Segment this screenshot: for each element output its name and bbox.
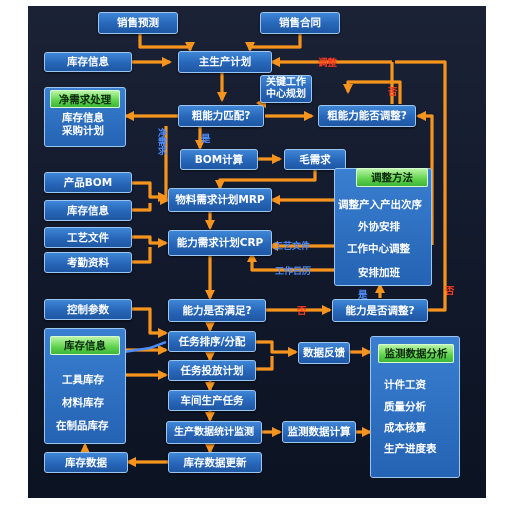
inventory-data-update-box: 库存数据更新 — [168, 452, 262, 473]
label-process-file: 工艺文件 — [274, 242, 311, 252]
label-yes-1: 是 — [201, 134, 211, 145]
bom-calculation-box: BOM计算 — [180, 149, 258, 170]
rough-capacity-match-box: 粗能力匹配? — [178, 105, 264, 127]
net-requirement-body: 库存信息 采购计划 — [62, 112, 104, 137]
analysis-item: 成本核算 — [384, 422, 426, 434]
analysis-item: 生产进度表 — [384, 443, 437, 455]
net-requirement-title: 净需求处理 — [50, 90, 120, 108]
gross-requirement-box: 毛需求 — [284, 149, 346, 170]
inventory-panel-item: 工具库存 — [62, 374, 104, 386]
monitoring-data-calc-box: 监测数据计算 — [282, 421, 356, 443]
task-release-plan-box: 任务投放计划 — [168, 360, 256, 381]
inventory-panel-item: 在制品库存 — [56, 420, 109, 432]
inventory-panel-item: 材料库存 — [62, 397, 104, 409]
inventory-data-box: 库存数据 — [44, 452, 128, 473]
adjust-method-item: 调整产入产出次序 — [338, 199, 422, 211]
master-production-schedule-box: 主生产计划 — [178, 51, 272, 73]
key-work-center-plan-box: 关键工作 中心规划 — [260, 75, 312, 103]
adjust-method-item: 外协安排 — [358, 221, 400, 233]
sales-contract-box: 销售合同 — [260, 12, 340, 34]
analysis-item: 计件工资 — [384, 379, 426, 391]
inventory-info-top-box: 库存信息 — [44, 52, 132, 72]
production-data-monitoring-box: 生产数据统计监测 — [166, 421, 262, 444]
adjust-method-item: 安排加班 — [358, 267, 400, 279]
inventory-info-mid-box: 库存信息 — [44, 200, 132, 221]
label-no-1: 否 — [388, 87, 398, 98]
process-document-box: 工艺文件 — [44, 227, 132, 248]
shop-production-task-box: 车间生产任务 — [168, 390, 256, 411]
label-work-calendar: 工作日历 — [275, 267, 312, 277]
control-parameters-box: 控制参数 — [44, 299, 132, 320]
label-no-2: 否 — [297, 306, 307, 317]
crp-box: 能力需求计划CRP — [168, 230, 272, 256]
adjust-method-item: 工作中心调整 — [347, 243, 410, 255]
analysis-item: 质量分析 — [384, 401, 426, 413]
monitoring-analysis-title: 监测数据分析 — [378, 344, 454, 363]
mrp-box: 物料需求计划MRP — [168, 188, 272, 212]
task-sort-allocate-box: 任务排序/分配 — [168, 331, 256, 352]
label-no-3: 否 — [445, 286, 455, 297]
label-adjust: 调整 — [318, 58, 338, 69]
sales-forecast-box: 销售预测 — [98, 12, 178, 34]
label-net-requirement-side: 净需求 — [156, 128, 166, 155]
label-yes-2: 是 — [358, 290, 368, 301]
adjust-methods-panel — [334, 168, 432, 286]
data-feedback-box: 数据反馈 — [298, 342, 350, 364]
attendance-data-box: 考勤资料 — [44, 252, 132, 273]
adjust-methods-title: 调整方法 — [356, 168, 428, 187]
inventory-info-panel-title: 库存信息 — [50, 336, 120, 355]
capacity-adjust-box: 能力是否调整? — [332, 299, 428, 322]
capacity-satisfied-box: 能力是否满足? — [168, 299, 266, 322]
rough-capacity-adjust-box: 粗能力能否调整? — [318, 105, 416, 127]
product-bom-box: 产品BOM — [44, 172, 132, 193]
